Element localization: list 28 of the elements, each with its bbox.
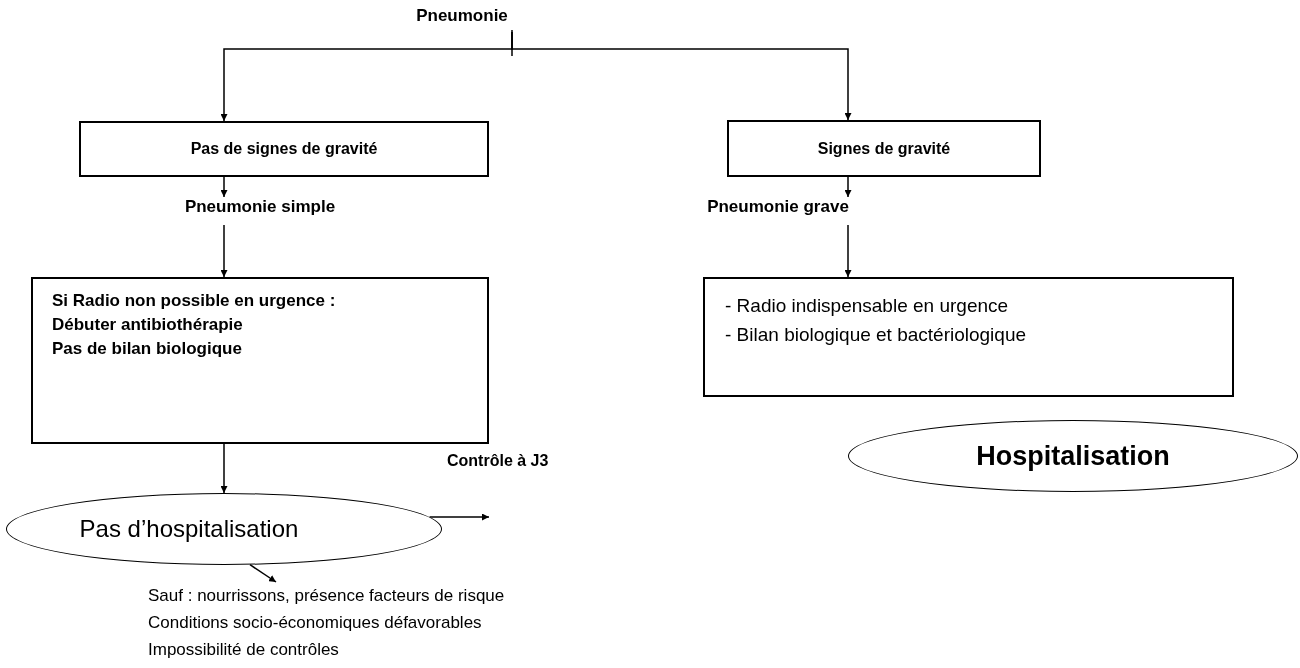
process-box — [31, 277, 489, 444]
outcome-text: Pneumonie simple — [184, 197, 336, 217]
note-text: Contrôle à J3 — [447, 452, 549, 470]
process-box — [727, 120, 1041, 177]
arrow — [249, 564, 277, 583]
arrow — [220, 224, 228, 278]
ellipse-label: Pas d’hospitalisation — [79, 515, 299, 543]
box-text: Pas de signes de gravité — [189, 140, 379, 158]
box-text: Débuter antibiothérapie — [52, 314, 244, 336]
box-text: Pas de bilan biologique — [52, 338, 243, 360]
arrow — [511, 31, 852, 121]
heading-text: Pneumonie — [416, 6, 508, 26]
process-box — [79, 121, 489, 177]
box-text: Signes de gravité — [816, 139, 952, 158]
box-text: Si Radio non possible en urgence : — [52, 290, 337, 312]
arrow — [844, 224, 852, 278]
note-text: Conditions socio-économiques défavorables — [148, 612, 483, 634]
arrow — [844, 176, 852, 198]
arrow — [428, 513, 490, 521]
process-box — [703, 277, 1234, 397]
outcome-text: Pneumonie grave — [707, 197, 849, 217]
note-text: Sauf : nourrissons, présence facteurs de risque — [148, 585, 506, 607]
note-text: Impossibilité de contrôles — [148, 639, 340, 661]
arrow — [220, 443, 228, 494]
box-text: - Bilan biologique et bactériologique — [725, 323, 1028, 347]
ellipse-label: Hospitalisation — [976, 440, 1170, 472]
arrow — [220, 176, 228, 198]
box-text: - Radio indispensable en urgence — [725, 294, 1010, 318]
